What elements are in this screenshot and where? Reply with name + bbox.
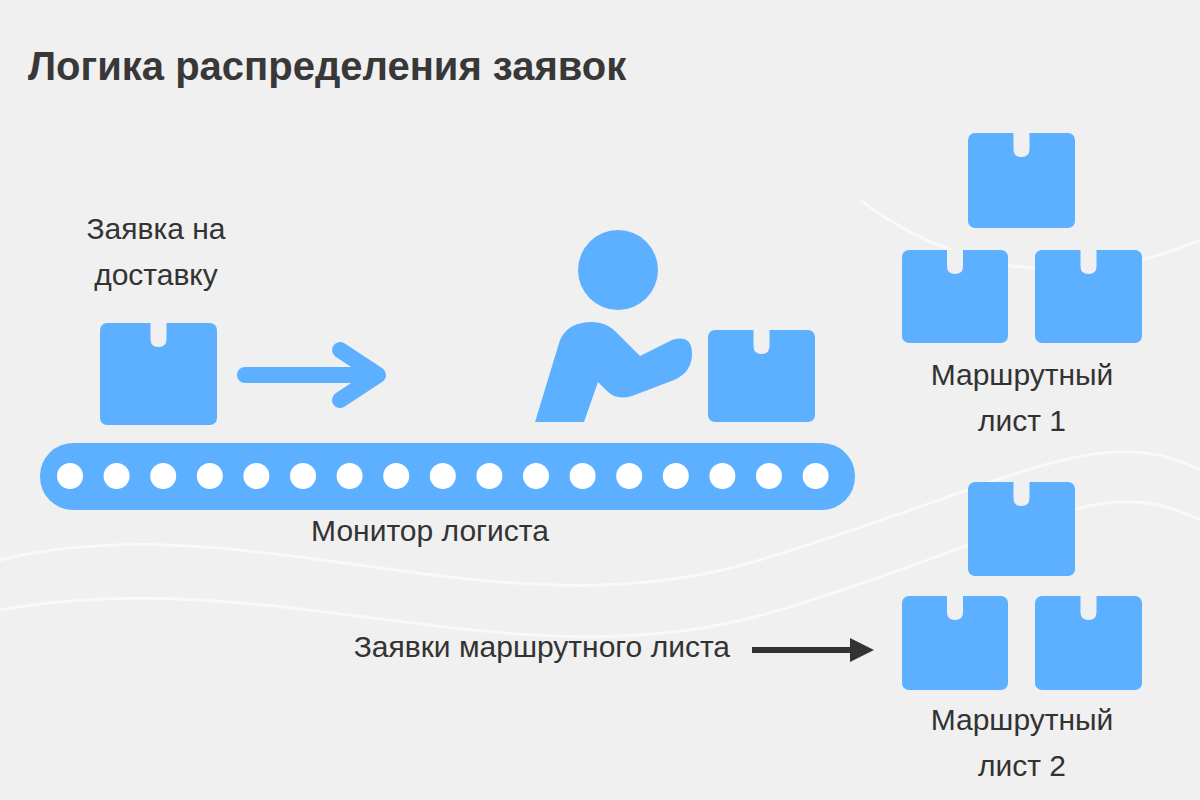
node-text: Маршрутный лист 2 bbox=[912, 697, 1132, 789]
roller bbox=[57, 463, 83, 489]
annotation-label: Заявки маршрутного листа bbox=[180, 624, 730, 670]
diagram-title: Логика распределения заявок bbox=[28, 44, 626, 89]
parcel-box bbox=[902, 250, 1008, 343]
logist-figure bbox=[535, 230, 692, 422]
roller bbox=[756, 463, 782, 489]
roller bbox=[430, 463, 456, 489]
request-box: Заявка на доставку bbox=[40, 206, 272, 298]
roller bbox=[383, 463, 409, 489]
roller bbox=[476, 463, 502, 489]
parcel-boxes bbox=[100, 133, 1142, 690]
roller bbox=[197, 463, 223, 489]
roller bbox=[803, 463, 829, 489]
roller bbox=[337, 463, 363, 489]
node-text: Заявка на доставку bbox=[40, 206, 272, 298]
node-text: Маршрутный лист 1 bbox=[912, 352, 1132, 444]
roller bbox=[150, 463, 176, 489]
roller bbox=[663, 463, 689, 489]
parcel-box bbox=[1035, 250, 1142, 343]
parcel-box bbox=[100, 323, 217, 425]
roller bbox=[290, 463, 316, 489]
parcel-box bbox=[968, 482, 1075, 576]
roller bbox=[570, 463, 596, 489]
roller bbox=[616, 463, 642, 489]
route-sheet: Маршрутный лист 1 bbox=[912, 352, 1132, 444]
pointer-arrow bbox=[752, 647, 862, 653]
flow-arrow bbox=[245, 367, 360, 383]
roller bbox=[243, 463, 269, 489]
background-texture bbox=[0, 200, 1200, 637]
parcel-box bbox=[968, 133, 1075, 228]
roller bbox=[523, 463, 549, 489]
route-sheet: Маршрутный лист 2 bbox=[912, 697, 1132, 789]
conveyor-belt bbox=[40, 443, 855, 510]
parcel-box bbox=[1035, 596, 1142, 690]
parcel-box bbox=[708, 330, 815, 422]
parcel-box bbox=[902, 596, 1008, 690]
conveyor-monitor: Монитор логиста bbox=[230, 508, 630, 554]
roller bbox=[104, 463, 130, 489]
node-text: Монитор логиста bbox=[230, 508, 630, 554]
roller bbox=[709, 463, 735, 489]
flow-arrowhead bbox=[340, 350, 378, 400]
